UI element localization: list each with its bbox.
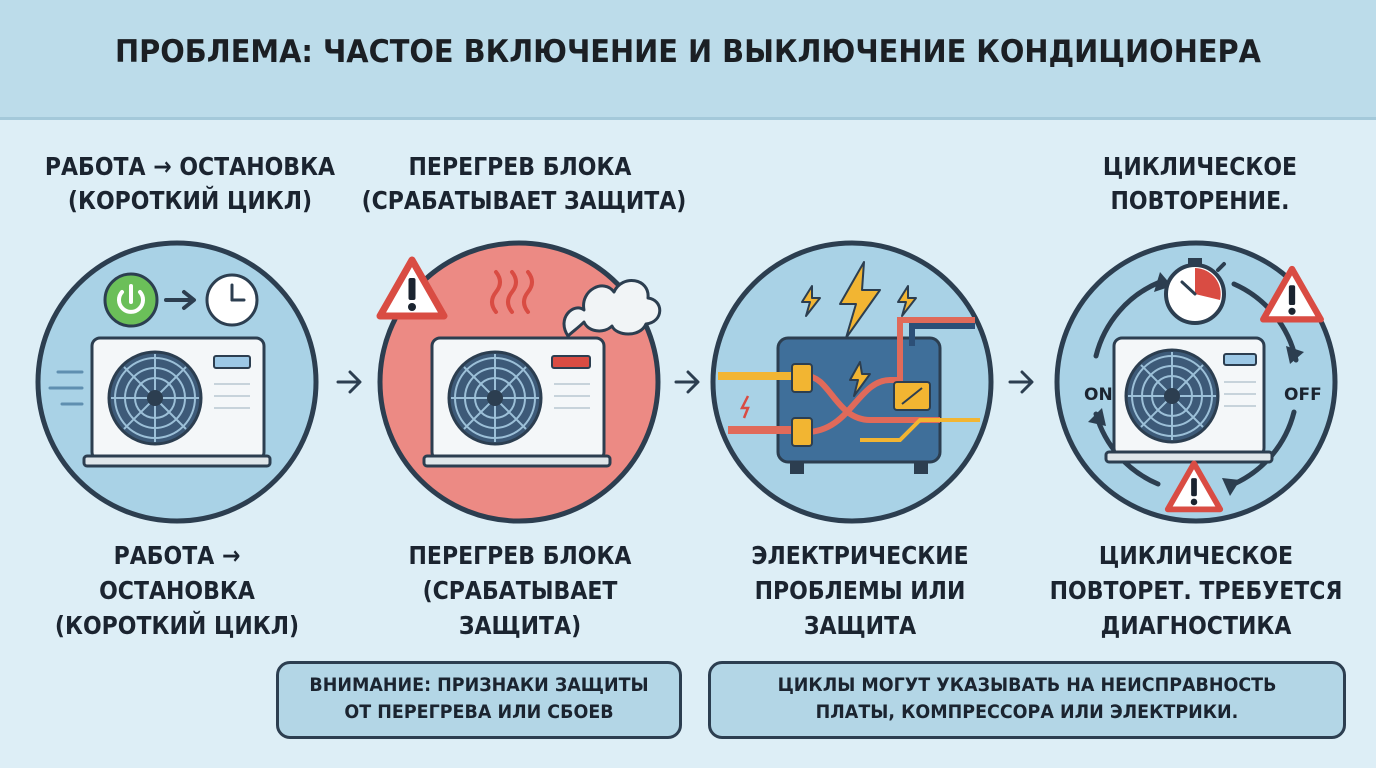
top-label-step1: РАБОТА → ОСТАНОВКА (КОРОТКИЙ ЦИКЛ) — [44, 152, 336, 215]
stopwatch-icon — [1164, 258, 1226, 325]
step3-circle — [710, 240, 994, 524]
bottom-label-step1: РАБОТА → ОСТАНОВКА (КОРОТКИЙ ЦИКЛ) — [54, 541, 300, 640]
header-banner — [0, 0, 1376, 120]
step2-circle — [377, 240, 662, 524]
arrow-right-icon — [336, 370, 362, 394]
fan-icon — [447, 350, 543, 446]
warning-note: ВНИМАНИЕ: ПРИЗНАКИ ЗАЩИТЫ ОТ ПЕРЕГРЕВА И… — [276, 661, 682, 739]
bottom-label-step4: ЦИКЛИЧЕСКОЕ ПОВТОРЕТ. ТРЕБУЕТСЯ ДИАГНОСТ… — [1049, 541, 1343, 640]
off-label: OFF — [1284, 385, 1322, 405]
heat-waves-icon — [490, 270, 534, 314]
fan-icon — [1124, 348, 1220, 444]
fan-icon — [107, 350, 203, 446]
arrow-right-icon — [1008, 370, 1034, 394]
top-label-step2: ПЕРЕГРЕВ БЛОКА (СРАБАТЫВАЕТ ЗАЩИТА) — [361, 152, 687, 215]
power-icon — [103, 272, 159, 328]
top-label-step4: ЦИКЛИЧЕСКОЕ ПОВТОРЕНИЕ. — [1102, 152, 1298, 215]
clock-icon — [205, 273, 259, 327]
on-label: ON — [1084, 385, 1113, 405]
lightning-icon — [801, 261, 917, 397]
bottom-label-step3: ЭЛЕКТРИЧЕСКИЕ ПРОБЛЕМЫ ИЛИ ЗАЩИТА — [751, 541, 969, 640]
bottom-label-step2: ПЕРЕГРЕВ БЛОКА (СРАБАТЫВАЕТ ЗАЩИТА) — [408, 541, 632, 640]
causes-note: ЦИКЛЫ МОГУТ УКАЗЫВАТЬ НА НЕИСПРАВНОСТЬ П… — [708, 661, 1346, 739]
arrow-right-icon — [164, 290, 196, 310]
arrow-right-icon — [674, 370, 700, 394]
smoke-icon — [562, 279, 662, 338]
step1-circle — [35, 240, 319, 524]
page-title: ПРОБЛЕМА: ЧАСТОЕ ВКЛЮЧЕНИЕ И ВЫКЛЮЧЕНИЕ … — [115, 34, 1261, 70]
